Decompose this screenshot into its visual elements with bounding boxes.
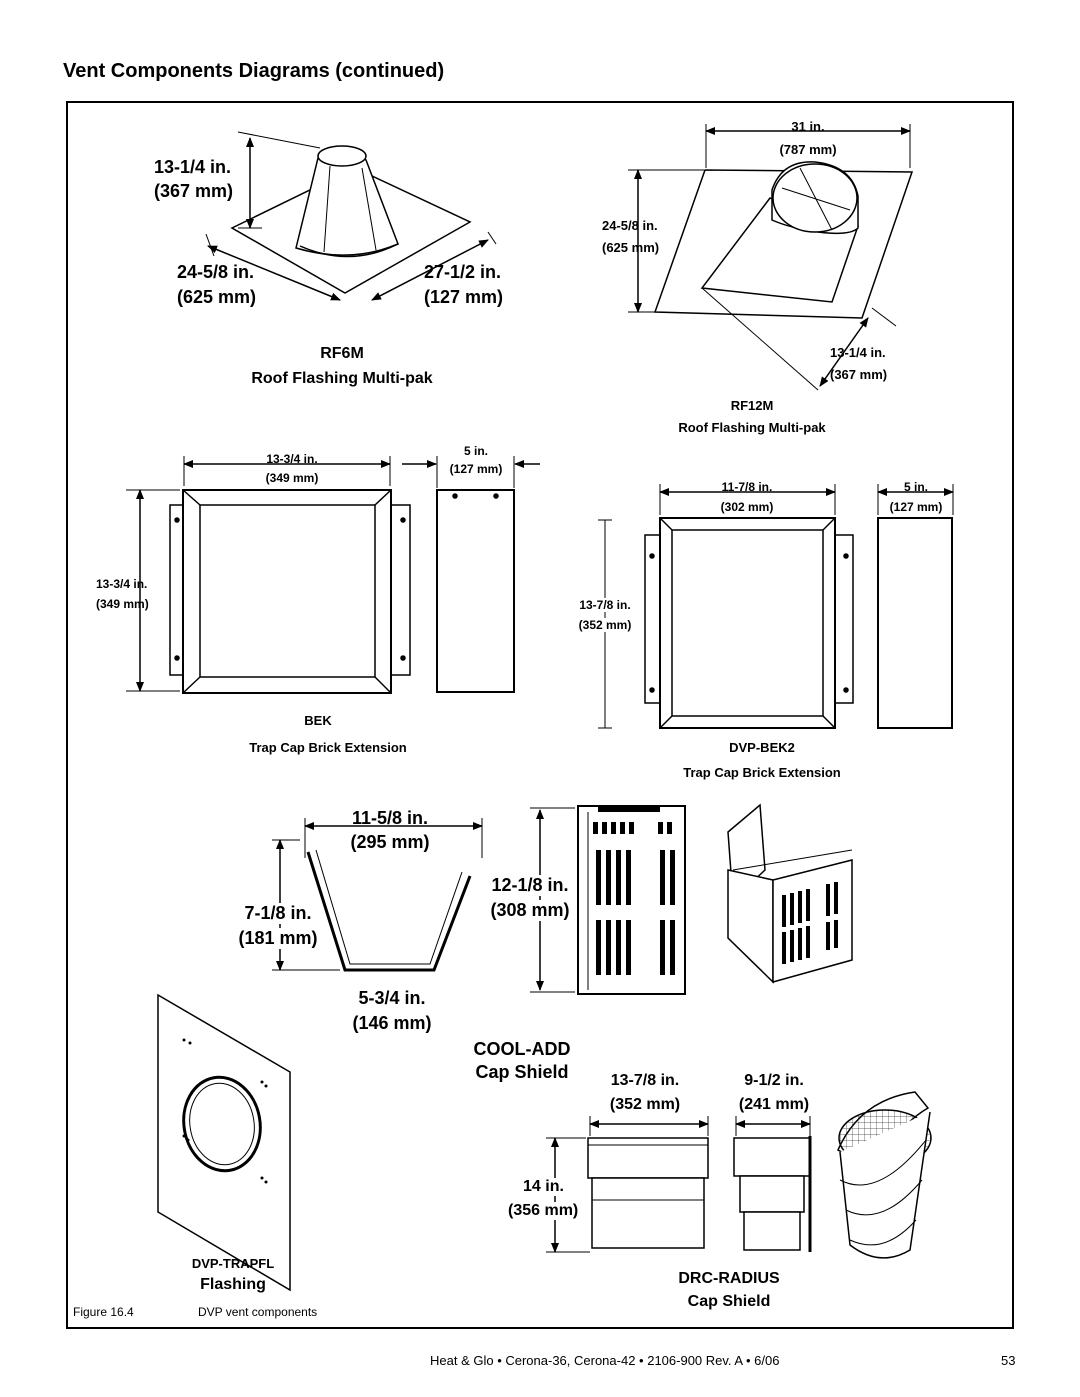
rf6m-model: RF6M <box>320 345 364 362</box>
dvp-bek2-height-mm: (352 mm) <box>576 618 634 632</box>
rf6m-depth-mm: (127 mm) <box>424 287 504 307</box>
bek-model: BEK <box>304 713 332 728</box>
trapfl-bottom-mm: (146 mm) <box>352 1013 432 1033</box>
dvp-bek2-model: DVP-BEK2 <box>729 740 795 755</box>
rf12m-width-mm: (787 mm) <box>779 142 837 157</box>
drc-name: Cap Shield <box>687 1293 771 1310</box>
trapfl-model: DVP-TRAPFL <box>191 1256 275 1271</box>
footer-text: Heat & Glo • Cerona-36, Cerona-42 • 2106… <box>430 1353 780 1368</box>
rf12m-model: RF12M <box>730 398 774 413</box>
cool-add-height-in: 12-1/8 in. <box>489 875 571 896</box>
trapfl-top-mm: (295 mm) <box>350 832 430 852</box>
cool-add-height-mm: (308 mm) <box>488 900 572 921</box>
cool-add-drawing <box>530 803 853 995</box>
rf12m-height-mm: (625 mm) <box>602 240 660 255</box>
trapfl-top-in: 11-5/8 in. <box>351 808 429 828</box>
drc-width-mm: (352 mm) <box>609 1096 681 1113</box>
figure-frame <box>66 101 1014 1329</box>
figure-caption: DVP vent components <box>198 1305 318 1319</box>
rf6m-width-in: 24-5/8 in. <box>177 262 255 282</box>
rf12m-drawing <box>628 124 914 391</box>
drc-width-in: 13-7/8 in. <box>610 1072 680 1089</box>
rf12m-width-in: 31 in. <box>791 119 825 134</box>
bek-width-in: 13-3/4 in. <box>266 452 318 466</box>
drc-height-in: 14 in. <box>521 1178 566 1196</box>
page-number: 53 <box>1001 1353 1016 1368</box>
figure-number: Figure 16.4 <box>73 1305 134 1319</box>
drc-model: DRC-RADIUS <box>678 1270 780 1287</box>
rf6m-depth-in: 27-1/2 in. <box>424 262 502 282</box>
drc-height-mm: (356 mm) <box>506 1202 581 1220</box>
page-heading: Vent Components Diagrams (continued) <box>63 60 445 82</box>
trapfl-height-mm: (181 mm) <box>236 928 320 949</box>
rf6m-height-in: 13-1/4 in. <box>154 157 232 177</box>
trapfl-height-in: 7-1/8 in. <box>242 903 314 924</box>
drc-depth-in: 9-1/2 in. <box>744 1072 804 1089</box>
rf6m-height-mm: (367 mm) <box>154 181 234 201</box>
cool-add-name: Cap Shield <box>475 1062 569 1082</box>
rf12m-height-in: 24-5/8 in. <box>602 218 658 233</box>
rf12m-name: Roof Flashing Multi-pak <box>678 420 826 435</box>
cool-add-model: COOL-ADD <box>473 1039 571 1059</box>
rf12m-diag-in: 13-1/4 in. <box>830 345 886 360</box>
trapfl-drawing <box>157 818 483 1292</box>
trapfl-bottom-in: 5-3/4 in. <box>358 988 426 1008</box>
dvp-bek2-width-mm: (302 mm) <box>720 500 774 514</box>
bek-depth-mm: (127 mm) <box>449 462 503 476</box>
dvp-bek2-width-in: 11-7/8 in. <box>721 480 773 494</box>
bek-name: Trap Cap Brick Extension <box>249 740 407 755</box>
bek-width-mm: (349 mm) <box>265 471 319 485</box>
drc-depth-mm: (241 mm) <box>738 1096 810 1113</box>
dvp-bek2-depth-in: 5 in. <box>903 480 929 494</box>
trapfl-name: Flashing <box>200 1276 266 1293</box>
bek-height-in: 13-3/4 in. <box>96 577 148 591</box>
dvp-bek2-height-in: 13-7/8 in. <box>577 598 633 612</box>
rf6m-width-mm: (625 mm) <box>177 287 257 307</box>
dvp-bek2-name: Trap Cap Brick Extension <box>683 765 841 780</box>
rf12m-diag-mm: (367 mm) <box>830 367 888 382</box>
rf6m-drawing <box>205 131 497 301</box>
drc-radius-drawing <box>546 1091 932 1259</box>
dvp-bek2-drawing <box>598 484 954 729</box>
rf6m-name: Roof Flashing Multi-pak <box>251 370 433 387</box>
bek-drawing <box>126 456 540 694</box>
dvp-bek2-depth-mm: (127 mm) <box>889 500 943 514</box>
bek-depth-in: 5 in. <box>463 444 489 458</box>
bek-height-mm: (349 mm) <box>96 597 149 611</box>
